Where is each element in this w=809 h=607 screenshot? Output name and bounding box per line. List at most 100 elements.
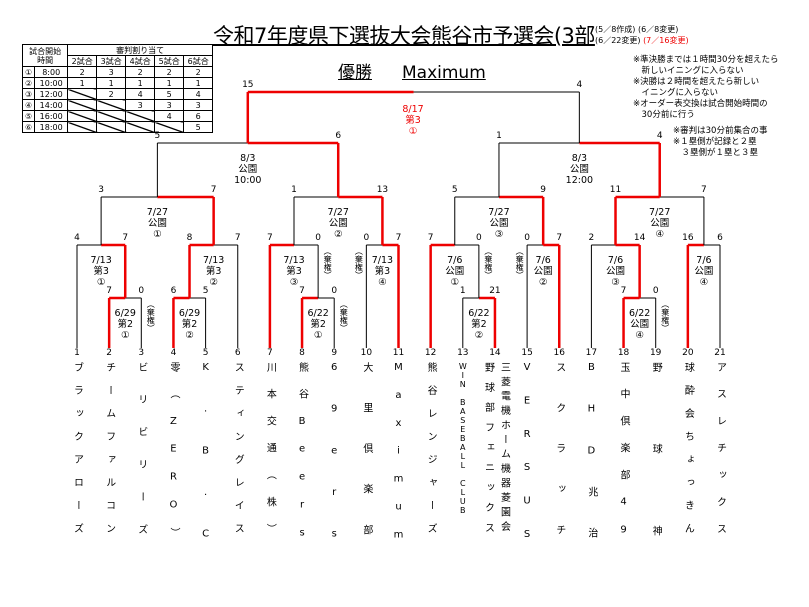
match-venue: 公園 [605, 266, 626, 277]
match-venue: 第3 [93, 266, 109, 277]
score: 7 [106, 286, 113, 296]
forfeit-label: （棄権） [354, 247, 364, 279]
team-seed: 9 [331, 348, 338, 358]
score: 0 [363, 233, 370, 243]
match-date: 6/22 [307, 308, 329, 319]
empty-cell [125, 121, 156, 133]
score: 7 [122, 233, 129, 243]
bracket-lines [76, 90, 721, 348]
match-date: 7/27 [488, 207, 510, 218]
row-no: ③ [21, 88, 36, 100]
match-date: 8/17 [402, 104, 424, 115]
match-venue: 公園 [238, 164, 258, 175]
match-sub: ② [333, 229, 343, 240]
team-name: VERSUS [521, 362, 533, 563]
score: 1 [291, 185, 297, 195]
team-seed: 17 [585, 348, 598, 358]
forfeit-label: （棄権） [323, 247, 333, 279]
team-seed: 18 [617, 348, 630, 358]
match-sub: 10:00 [234, 175, 262, 186]
score: 7 [210, 185, 217, 195]
match-sub: ③ [494, 229, 504, 240]
match-date: 7/27 [327, 207, 349, 218]
score: 4 [576, 80, 583, 90]
cell: 5 [183, 121, 214, 133]
team-name: 零（ZERO） [167, 362, 179, 555]
score: 0 [138, 286, 145, 296]
score: 0 [524, 233, 530, 243]
score: 0 [476, 233, 482, 243]
team-seed: 15 [521, 348, 533, 358]
team-name: 熊谷レンジャーズ [425, 362, 437, 546]
match-sub: ① [96, 277, 106, 288]
score: 5 [202, 286, 209, 296]
match-date: 6/22 [468, 308, 490, 319]
score: 6 [335, 131, 342, 141]
score: 7 [395, 233, 402, 243]
revision-note-red: (7／16変更) [643, 36, 689, 45]
team-seed: 13 [457, 348, 469, 358]
score: 14 [633, 233, 646, 243]
score: 9 [540, 185, 547, 195]
match-sub: 12:00 [565, 175, 594, 186]
score: 3 [98, 185, 104, 195]
team-seed: 4 [170, 348, 177, 358]
team-seed: 7 [267, 348, 273, 358]
team-name: K.B.C [200, 362, 212, 571]
champion-name: Maximum [402, 63, 486, 83]
score: 5 [451, 185, 458, 195]
match-venue: 公園 [533, 266, 553, 277]
match-sub: ① [450, 277, 460, 288]
score: 0 [315, 233, 321, 243]
team-name: 玉中倶楽部49 [618, 362, 630, 553]
team-name: 熊谷Beers [296, 362, 308, 556]
revision-note-2: (6／22変更) (7／16変更) [595, 35, 689, 46]
team-seed: 19 [649, 348, 662, 358]
match-date: 6/22 [628, 308, 651, 319]
match-sub: ④ [635, 330, 644, 341]
team-name: 川本交通（株） [264, 362, 276, 551]
team-name: WIN BASEBALL CLUB [458, 362, 468, 515]
match-sub: ② [209, 277, 218, 288]
score: 5 [154, 131, 161, 141]
team-name: スティングレイス [232, 362, 244, 546]
team-seed: 20 [682, 348, 694, 358]
match-venue: 公園 [489, 218, 509, 229]
match-sub: ③ [289, 277, 299, 288]
match-sub: ① [313, 330, 323, 341]
score: 7 [267, 233, 273, 243]
score: 6 [170, 286, 177, 296]
match-sub: ① [153, 229, 162, 240]
team-name: スクラッチ [553, 362, 565, 566]
team-seed: 10 [360, 348, 373, 358]
score: 0 [331, 286, 338, 296]
score: 8 [186, 233, 193, 243]
match-sub: ④ [655, 229, 664, 240]
score: 7 [620, 286, 627, 296]
team-seed: 6 [234, 348, 241, 358]
match-venue: 公園 [147, 218, 167, 229]
team-name: Maximum [393, 362, 404, 558]
match-venue: 公園 [694, 266, 714, 277]
team-name: 三菱電機ホーム機器菱園会 [498, 362, 510, 536]
team-seed: 3 [138, 348, 145, 358]
match-sub: ② [538, 277, 548, 288]
match-date: 8/3 [571, 153, 587, 164]
umpire-note: ※審判は30分前集合の事 ※１塁側が記録と２塁 ３塁側が１塁と３塁 [673, 126, 768, 158]
match-sub: ① [408, 126, 418, 137]
match-date: 6/29 [114, 308, 136, 319]
match-venue: 第3 [374, 266, 391, 277]
score: 11 [609, 185, 622, 195]
match-date: 7/13 [202, 255, 225, 266]
forfeit-label: （棄権） [483, 247, 493, 279]
